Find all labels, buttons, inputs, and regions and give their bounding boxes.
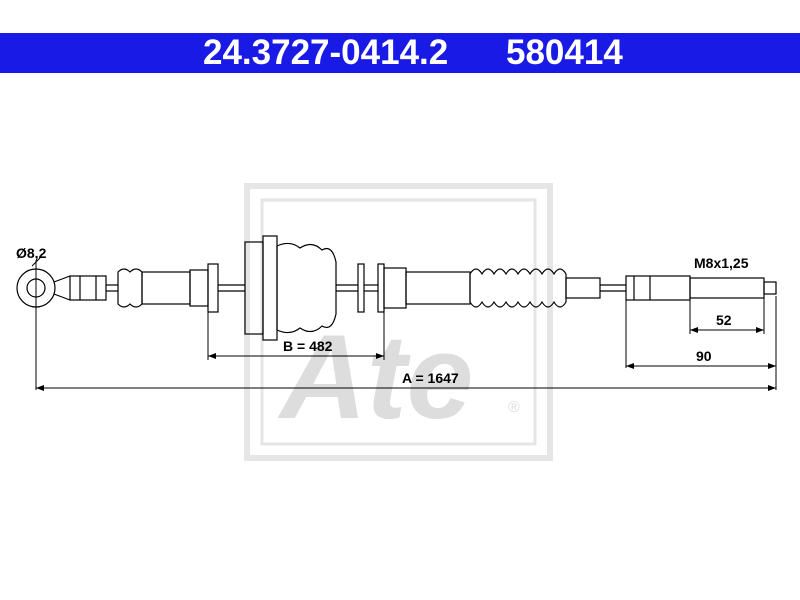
dimension-arrows: [36, 327, 776, 391]
dimensions: [31, 257, 777, 390]
reference-number: 580414: [506, 33, 623, 72]
dim-a-label: A = 1647: [402, 370, 459, 386]
right-tube: [565, 277, 601, 299]
watermark-brand-text: Ate: [277, 310, 473, 444]
watermark-registered-mark: ®: [508, 399, 520, 416]
title-banner: 24.3727-0414.2 580414: [0, 33, 800, 73]
rod-tip: [763, 281, 777, 295]
right-sleeve: [405, 271, 471, 305]
ate-watermark: Ate ®: [244, 183, 553, 461]
thread-length-label: 52: [716, 312, 732, 328]
thread-label: M8x1,25: [694, 255, 749, 271]
left-ferrule: [189, 269, 209, 307]
eye-crimp: [69, 275, 107, 301]
washer-1: [357, 263, 365, 313]
watermark-inner-frame: [260, 198, 537, 446]
end-length-label: 90: [696, 348, 712, 364]
left-sleeve: [141, 271, 191, 305]
left-nut: [207, 263, 219, 313]
threaded-end-body: [625, 275, 691, 301]
left-ribs: [117, 268, 143, 308]
dim-b-label: B = 482: [283, 338, 333, 354]
eye-neck-bottom: [53, 293, 71, 301]
boot-bellows: [276, 242, 337, 334]
right-ferrule: [383, 267, 407, 309]
washer-2: [377, 263, 385, 313]
article-number: 24.3727-0414.2: [203, 33, 449, 72]
right-ribs: [469, 268, 567, 308]
eye-neck-top: [53, 275, 71, 283]
threaded-rod: [689, 277, 765, 299]
boot-flange-2: [262, 235, 278, 341]
cable-assembly: [16, 235, 777, 341]
eye-diameter-label: Ø8,2: [16, 245, 47, 261]
watermark-frame: [244, 183, 553, 461]
